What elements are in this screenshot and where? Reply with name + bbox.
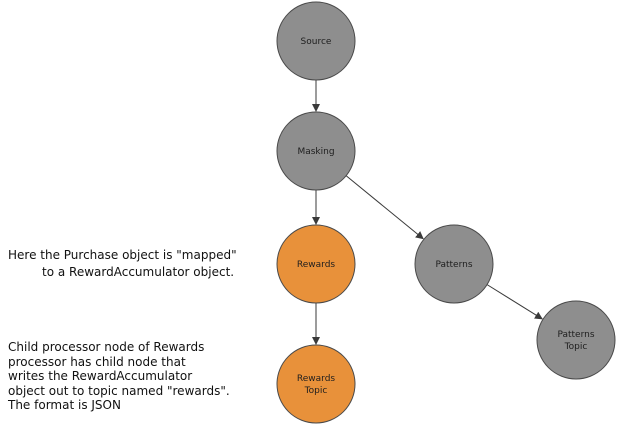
node-rewards-topic-label: Topic — [304, 386, 328, 396]
node-rewards-label: Rewards — [297, 260, 336, 270]
node-rewards-circle — [276, 224, 356, 304]
node-rewards-topic-label: Rewards — [297, 374, 336, 384]
child-processor-note: Child processor node of Rewards processo… — [8, 340, 230, 413]
edge-patterns-to-patterns-topic — [486, 284, 543, 320]
node-patterns-topic-label: Topic — [564, 342, 588, 352]
node-source-label: Source — [301, 37, 332, 47]
node-masking-circle — [276, 111, 356, 191]
node-patterns-topic-label: Patterns — [557, 330, 594, 340]
child-note-line: writes the RewardAccumulator — [8, 369, 193, 384]
node-source-circle — [276, 1, 356, 81]
child-note-line: The format is JSON — [8, 398, 121, 413]
node-rewards: Rewards — [276, 224, 356, 304]
node-patterns: Patterns — [414, 224, 494, 304]
edge-layer — [312, 80, 543, 345]
node-source: Source — [276, 1, 356, 81]
mapped-note-line-1: Here the Purchase object is "mapped" — [8, 248, 237, 262]
child-note-line: Child processor node of Rewards — [8, 340, 205, 354]
node-masking: Masking — [276, 111, 356, 191]
node-patterns-topic-circle — [536, 300, 616, 380]
node-rewards-topic-circle — [276, 344, 356, 424]
node-patterns-circle — [414, 224, 494, 304]
edge-masking-to-patterns — [345, 175, 424, 240]
mapped-note-line-2: to a RewardAccumulator object. — [42, 265, 235, 279]
child-note-line: object out to topic named "rewards". — [8, 383, 230, 398]
node-patterns-label: Patterns — [435, 260, 472, 270]
node-masking-label: Masking — [297, 147, 334, 157]
child-note-line: processor has child node that — [8, 354, 186, 369]
